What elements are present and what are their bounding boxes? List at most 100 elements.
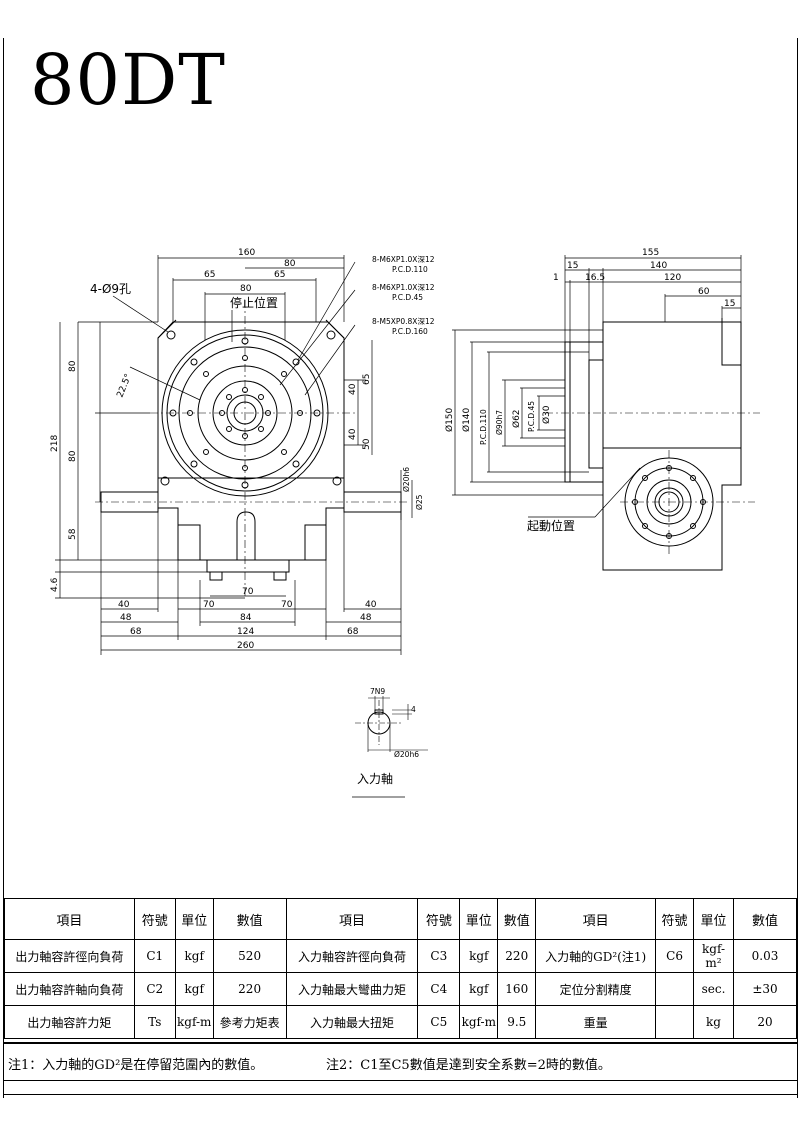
dim-b68-left: 68 bbox=[130, 627, 142, 637]
table-cell: 入力軸最大彎曲力矩 bbox=[285, 972, 419, 1006]
dim-b70-right: 70 bbox=[281, 600, 293, 610]
notes-bar: 注1：入力軸的GD²是在停留范圍內的數值。 注2：C1至C5數值是達到安全系數=… bbox=[4, 1042, 797, 1081]
table-cell: C1 bbox=[133, 939, 176, 973]
angle-label: 22.5° bbox=[116, 373, 134, 400]
header-cell: 符號 bbox=[133, 898, 176, 940]
start-position-label: 起動位置 bbox=[527, 518, 575, 533]
dim-b40-right: 40 bbox=[365, 600, 377, 610]
dim-160: 160 bbox=[238, 248, 255, 258]
table-cell: kgf-m bbox=[459, 1005, 499, 1039]
dim-s120: 120 bbox=[664, 273, 681, 283]
header-cell: 數值 bbox=[212, 898, 287, 940]
table-cell bbox=[655, 1005, 695, 1039]
table-cell: 520 bbox=[212, 939, 287, 973]
key-width: 7N9 bbox=[370, 687, 385, 696]
table-cell: C3 bbox=[417, 939, 461, 973]
table-cell: 0.03 bbox=[733, 939, 797, 973]
corner-hole bbox=[166, 330, 176, 340]
input-shaft-label: 入力軸 bbox=[357, 772, 393, 786]
table-cell: 入力軸最大扭矩 bbox=[285, 1005, 419, 1039]
table-cell: kgf bbox=[459, 972, 499, 1006]
table-cell: 參考力矩表 bbox=[212, 1005, 287, 1039]
dim-v46: 4.6 bbox=[50, 577, 60, 592]
input-dia: Ø20h6 bbox=[394, 750, 419, 759]
table-row: 出力軸容許軸向負荷 C2 kgf 220 入力軸最大彎曲力矩 C4 kgf 16… bbox=[4, 972, 797, 1006]
table-cell: ±30 bbox=[733, 972, 797, 1006]
stop-position-label: 停止位置 bbox=[230, 295, 278, 310]
table-cell: C5 bbox=[417, 1005, 461, 1039]
table-row: 出力軸容許力矩 Ts kgf-m 參考力矩表 入力軸最大扭矩 C5 kgf-m … bbox=[4, 1005, 797, 1039]
callout-3-pcd: P.C.D.160 bbox=[392, 327, 428, 336]
side-view bbox=[564, 318, 742, 571]
header-cell: 項目 bbox=[4, 898, 135, 940]
table-cell: 9.5 bbox=[497, 1005, 537, 1039]
table-cell: 160 bbox=[497, 972, 537, 1006]
callout-2: 8-M6XP1.0X深12 bbox=[372, 283, 435, 292]
table-cell: 出力軸容許徑向負荷 bbox=[4, 939, 135, 973]
dim-v80-top: 80 bbox=[68, 360, 78, 372]
header-cell: 單位 bbox=[174, 898, 214, 940]
dim-v40-bottom: 40 bbox=[348, 428, 358, 440]
frame-right-border bbox=[797, 38, 798, 1098]
key-depth: 4 bbox=[411, 705, 416, 714]
spec-header-row: 項目 符號 單位 數值 項目 符號 單位 數值 項目 符號 單位 數值 bbox=[4, 898, 797, 940]
table-cell: C2 bbox=[133, 972, 176, 1006]
dim-v218: 218 bbox=[50, 435, 60, 452]
table-cell: Ts bbox=[133, 1005, 176, 1039]
note-2: 注2：C1至C5數值是達到安全系數=2時的數值。 bbox=[326, 1058, 611, 1073]
dim-s155: 155 bbox=[642, 248, 659, 258]
table-cell: 220 bbox=[212, 972, 287, 1006]
header-cell: 項目 bbox=[285, 898, 419, 940]
dim-80: 80 bbox=[284, 259, 296, 269]
table-cell: kgf-m² bbox=[693, 939, 734, 973]
dim-shaft-dia: Ø20h6 bbox=[402, 467, 411, 492]
table-cell: 20 bbox=[733, 1005, 797, 1039]
dim-80-inner: 80 bbox=[240, 284, 252, 294]
dim-b84: 84 bbox=[240, 613, 252, 623]
model-title: 80DT bbox=[30, 39, 226, 121]
header-cell: 單位 bbox=[693, 898, 734, 940]
table-row: 出力軸容許徑向負荷 C1 kgf 520 入力軸容許徑向負荷 C3 kgf 22… bbox=[4, 939, 797, 973]
spec-table: 項目 符號 單位 數值 項目 符號 單位 數值 項目 符號 單位 數值 出力軸容… bbox=[4, 898, 797, 1039]
callout-1: 8-M6XP1.0X深12 bbox=[372, 255, 435, 264]
dim-v58: 58 bbox=[68, 528, 78, 540]
table-cell: kg bbox=[693, 1005, 734, 1039]
dim-b70-left: 70 bbox=[203, 600, 215, 610]
dim-v40-top: 40 bbox=[348, 383, 358, 395]
table-cell: kgf-m bbox=[174, 1005, 214, 1039]
callout-2-pcd: P.C.D.45 bbox=[392, 293, 423, 302]
dim-d62: Ø62 bbox=[511, 409, 522, 428]
dim-s1: 1 bbox=[553, 273, 559, 283]
header-cell: 符號 bbox=[655, 898, 695, 940]
dim-pcd110: P.C.D.110 bbox=[479, 409, 488, 445]
dim-s15b: 15 bbox=[724, 299, 735, 309]
table-cell: 定位分割精度 bbox=[535, 972, 657, 1006]
table-cell: 重量 bbox=[535, 1005, 657, 1039]
technical-drawing: 160 80 65 65 80 4-Ø9孔 停止位置 22.5° 8-M6XP1… bbox=[50, 248, 760, 798]
table-cell: C6 bbox=[655, 939, 695, 973]
dim-s15: 15 bbox=[567, 261, 578, 271]
dim-shaft-collar: Ø25 bbox=[415, 494, 424, 510]
dim-b124: 124 bbox=[237, 627, 254, 637]
header-cell: 數值 bbox=[497, 898, 537, 940]
table-cell: kgf bbox=[459, 939, 499, 973]
dim-s140: 140 bbox=[650, 261, 667, 271]
bottom-rule bbox=[4, 1094, 797, 1095]
table-cell: 入力軸容許徑向負荷 bbox=[285, 939, 419, 973]
dim-65-left: 65 bbox=[204, 270, 215, 280]
dim-b68-right: 68 bbox=[347, 627, 359, 637]
front-foot bbox=[206, 559, 290, 573]
table-cell: kgf bbox=[174, 939, 214, 973]
dim-b48-right: 48 bbox=[360, 613, 372, 623]
side-upper-body bbox=[602, 321, 742, 449]
dim-s60: 60 bbox=[698, 287, 710, 297]
dim-v65: 65 bbox=[362, 374, 372, 385]
dim-v80-bottom: 80 bbox=[68, 450, 78, 462]
dim-s165: 16.5 bbox=[585, 273, 605, 283]
dim-d30: Ø30 bbox=[541, 405, 552, 424]
callout-3: 8-M5XP0.8X深12 bbox=[372, 317, 435, 326]
dim-d150: Ø150 bbox=[444, 407, 455, 432]
dim-65-right: 65 bbox=[274, 270, 285, 280]
frame-left-border bbox=[3, 38, 4, 1098]
